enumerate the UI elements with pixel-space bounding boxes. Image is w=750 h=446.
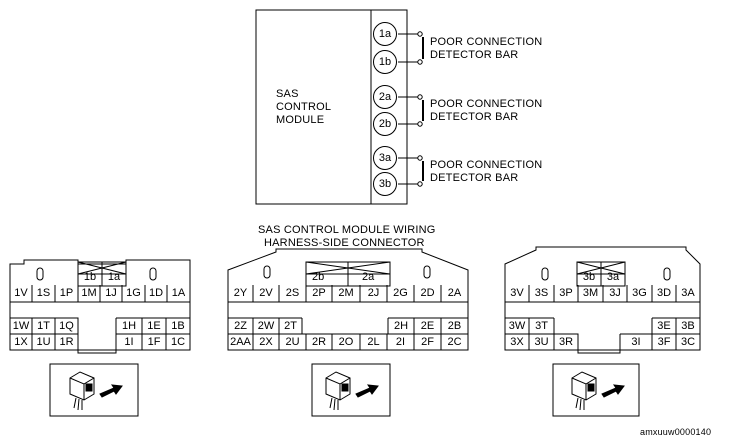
pin-1T: 1T bbox=[37, 320, 50, 332]
terminal-1a: 1a bbox=[373, 22, 397, 46]
pin-2U: 2U bbox=[285, 336, 300, 348]
detector-label-1-line2: DETECTOR BAR bbox=[430, 49, 519, 61]
pin-1V: 1V bbox=[14, 287, 28, 299]
pin-2Z: 2Z bbox=[234, 320, 247, 332]
pin-2E: 2E bbox=[420, 320, 435, 332]
pin-2O: 2O bbox=[338, 336, 354, 348]
sas-control-module-box bbox=[255, 9, 408, 205]
pin-2B: 2B bbox=[447, 320, 462, 332]
pin-1S: 1S bbox=[36, 287, 51, 299]
pin-2M: 2M bbox=[338, 287, 354, 299]
shorting-label-2b: 2b bbox=[312, 271, 325, 283]
pin-2L: 2L bbox=[367, 336, 380, 348]
pin-3G: 3G bbox=[632, 287, 647, 299]
pin-1H: 1H bbox=[121, 320, 137, 332]
module-label-line2: CONTROL bbox=[276, 101, 332, 113]
pin-1C: 1C bbox=[170, 336, 186, 348]
pin-2R: 2R bbox=[311, 336, 327, 348]
pin-1D: 1D bbox=[148, 287, 164, 299]
module-label-line3: MODULE bbox=[276, 114, 325, 126]
pin-2I: 2I bbox=[395, 336, 406, 348]
pin-1J: 1J bbox=[105, 287, 117, 299]
pin-2Y: 2Y bbox=[233, 287, 248, 299]
pin-1B: 1B bbox=[171, 320, 185, 332]
pin-3U: 3U bbox=[534, 336, 549, 348]
pin-3D: 3D bbox=[656, 287, 672, 299]
shorting-label-3a: 3a bbox=[606, 271, 620, 283]
shorting-label-1a: 1a bbox=[107, 271, 121, 283]
pin-3E: 3E bbox=[657, 320, 671, 332]
pin-2W: 2W bbox=[257, 320, 275, 332]
pin-3J: 3J bbox=[609, 287, 621, 299]
pin-1M: 1M bbox=[81, 287, 97, 299]
figure-code: amxuuw0000140 bbox=[640, 427, 712, 437]
pin-2T: 2T bbox=[284, 320, 297, 332]
pin-3V: 3V bbox=[510, 287, 524, 299]
detector-label-3-line2: DETECTOR BAR bbox=[430, 172, 519, 184]
pin-2V: 2V bbox=[259, 287, 273, 299]
pin-1G: 1G bbox=[126, 287, 141, 299]
pin-1U: 1U bbox=[36, 336, 51, 348]
pin-2D: 2D bbox=[420, 287, 435, 299]
connector-title-line1: SAS CONTROL MODULE WIRING bbox=[258, 224, 436, 236]
pin-2J: 2J bbox=[367, 287, 380, 299]
pin-3T: 3T bbox=[535, 320, 548, 332]
connector-view-icon bbox=[69, 371, 123, 411]
pin-3X: 3X bbox=[510, 336, 524, 348]
shorting-label-3b: 3b bbox=[582, 271, 596, 283]
detector-label-2-line2: DETECTOR BAR bbox=[430, 111, 519, 123]
pin-2P: 2P bbox=[312, 287, 326, 299]
pin-1P: 1P bbox=[59, 287, 74, 299]
pin-1R: 1R bbox=[59, 336, 74, 348]
terminal-1b: 1b bbox=[373, 50, 397, 74]
detector-label-1-line1: POOR CONNECTION bbox=[430, 36, 543, 48]
connector-view-icon bbox=[325, 371, 379, 411]
pin-1A: 1A bbox=[171, 287, 186, 299]
pin-3R: 3R bbox=[558, 336, 574, 348]
pin-3M: 3M bbox=[582, 287, 599, 299]
shorting-label-1b: 1b bbox=[83, 271, 97, 283]
pin-3P: 3P bbox=[559, 287, 573, 299]
pin-3W: 3W bbox=[508, 320, 526, 332]
shorting-label-2a: 2a bbox=[362, 271, 375, 283]
module-label-line1: SAS bbox=[276, 88, 299, 100]
pin-2X: 2X bbox=[259, 336, 273, 348]
pin-2A: 2A bbox=[447, 287, 462, 299]
detector-label-2-line1: POOR CONNECTION bbox=[430, 98, 543, 110]
connector-title-line2: HARNESS-SIDE CONNECTOR bbox=[264, 237, 425, 249]
pin-3C: 3C bbox=[680, 336, 696, 348]
pin-3S: 3S bbox=[534, 287, 549, 299]
pin-1F: 1F bbox=[147, 336, 161, 348]
pin-3I: 3I bbox=[631, 336, 641, 348]
pin-2G: 2G bbox=[393, 287, 408, 299]
pin-1W: 1W bbox=[12, 320, 30, 332]
pin-2AA: 2AA bbox=[230, 336, 251, 348]
detector-label-3-line1: POOR CONNECTION bbox=[430, 159, 543, 171]
pin-1X: 1X bbox=[14, 336, 28, 348]
pin-3F: 3F bbox=[657, 336, 671, 348]
connector-view-icon bbox=[571, 371, 625, 411]
terminal-3b: 3b bbox=[373, 172, 397, 196]
pin-2H: 2H bbox=[393, 320, 409, 332]
terminal-3a: 3a bbox=[373, 146, 397, 170]
pin-1I: 1I bbox=[124, 336, 134, 348]
pin-3B: 3B bbox=[681, 320, 695, 332]
pin-3A: 3A bbox=[681, 287, 695, 299]
pin-2C: 2C bbox=[447, 336, 462, 348]
terminal-2a: 2a bbox=[373, 85, 397, 109]
pin-1Q: 1Q bbox=[59, 320, 74, 332]
terminal-2b: 2b bbox=[373, 112, 397, 136]
pin-2F: 2F bbox=[421, 336, 434, 348]
pin-2S: 2S bbox=[285, 287, 300, 299]
pin-1E: 1E bbox=[147, 320, 161, 332]
